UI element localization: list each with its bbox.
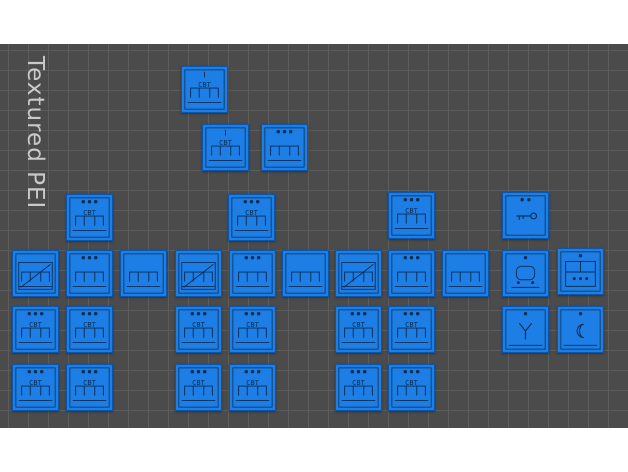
connector-tile[interactable] [229, 250, 276, 297]
cbt-label: CBT [83, 209, 96, 217]
cbt-triple-pin-tile[interactable]: CBT [388, 306, 435, 353]
connector-tile[interactable] [66, 250, 113, 297]
cbt-triple-pin-tile[interactable]: CBT [335, 364, 382, 411]
cbt-label: CBT [219, 139, 232, 147]
build-plate-viewport[interactable]: Textured PEI CBT CBT CBT CBT CBT CBT CBT CBT CBT… [0, 44, 628, 428]
cbt-triple-pin-tile[interactable]: CBT [12, 364, 59, 411]
cbt-label: CBT [405, 207, 418, 215]
cbt-label: CBT [405, 321, 418, 329]
cbt-triple-pin-tile[interactable]: CBT [229, 306, 276, 353]
cbt-triple-pin-tile[interactable]: CBT [335, 306, 382, 353]
plate-type-label: Textured PEI [22, 56, 48, 210]
moon-tile[interactable] [557, 306, 604, 353]
cbt-label: CBT [192, 321, 205, 329]
cbt-triple-pin-tile[interactable]: CBT [388, 192, 435, 239]
cbt-label: CBT [352, 379, 365, 387]
cbt-triple-pin-tile[interactable]: CBT [66, 194, 113, 241]
cbt-label: CBT [405, 379, 418, 387]
cbt-label: CBT [245, 209, 258, 217]
cbt-triple-pin-tile[interactable]: CBT [175, 364, 222, 411]
cbt-triple-pin-tile[interactable]: CBT [388, 364, 435, 411]
switch-plate-tile[interactable] [175, 250, 222, 297]
key-tile[interactable] [502, 192, 549, 239]
blank-connector-tile[interactable] [282, 250, 329, 297]
cbt-label: CBT [198, 81, 211, 89]
cbt-label: CBT [83, 321, 96, 329]
antenna-tile[interactable] [502, 306, 549, 353]
socket-plate-tile[interactable] [557, 248, 604, 295]
cbt-label: CBT [29, 379, 42, 387]
cbt-triple-pin-tile[interactable]: CBT [66, 364, 113, 411]
cbt-triple-pin-tile[interactable]: CBT [229, 364, 276, 411]
fan-tile[interactable] [502, 250, 549, 297]
cbt-label: CBT [246, 379, 259, 387]
cbt-triple-pin-tile[interactable]: CBT [12, 306, 59, 353]
cbt-triple-pin-tile[interactable]: CBT [175, 306, 222, 353]
cbt-label: CBT [192, 379, 205, 387]
cbt-label: CBT [352, 321, 365, 329]
cbt-triple-pin-tile[interactable]: CBT [66, 306, 113, 353]
switch-plate-tile[interactable] [335, 250, 382, 297]
blank-connector-tile[interactable] [442, 250, 489, 297]
cbt-label: CBT [246, 321, 259, 329]
connector-tile[interactable] [261, 124, 308, 171]
blank-connector-tile[interactable] [120, 250, 167, 297]
cbt-single-pin-tile[interactable]: CBT [202, 124, 249, 171]
connector-tile[interactable] [388, 250, 435, 297]
cbt-single-pin-tile[interactable]: CBT [181, 66, 228, 113]
cbt-label: CBT [29, 321, 42, 329]
cbt-label: CBT [83, 379, 96, 387]
cbt-triple-pin-tile[interactable]: CBT [228, 194, 275, 241]
switch-plate-tile[interactable] [12, 250, 59, 297]
